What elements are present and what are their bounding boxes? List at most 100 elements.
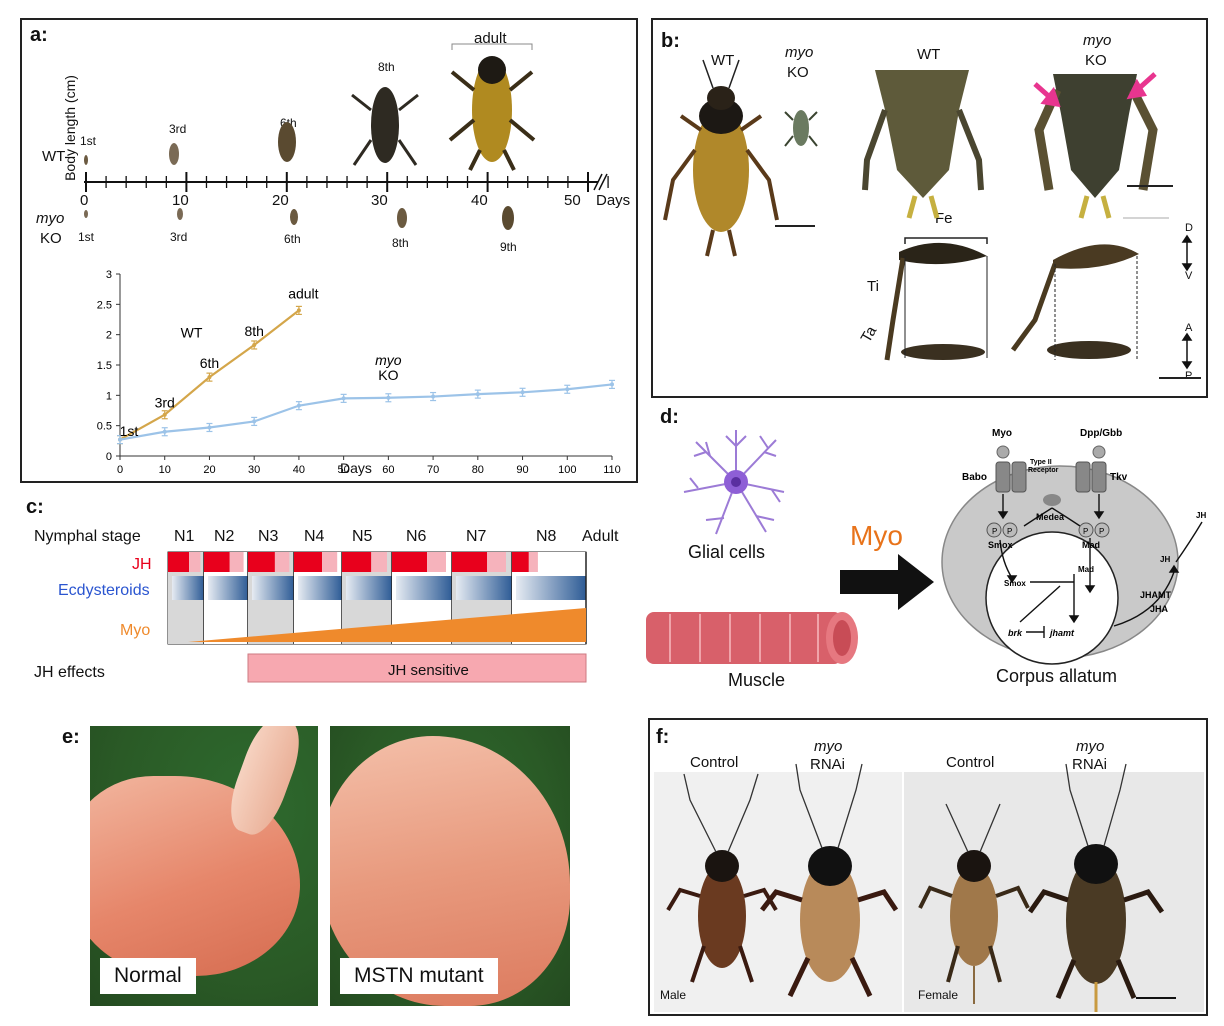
chart-xlabel: Days	[340, 460, 372, 476]
male-control-label: Control	[690, 754, 739, 771]
stage-n7: N7	[466, 528, 487, 545]
ko-stage-9th: 9th	[500, 240, 517, 254]
chart-xtick-label: 50	[338, 464, 350, 476]
chart-annotation: 6th	[200, 355, 219, 371]
timeline-tick-40: 40	[471, 192, 488, 209]
axis-a-label: A	[1185, 322, 1193, 334]
ecdysteroid-bar	[396, 576, 452, 600]
data-point	[475, 392, 480, 397]
path-smox: Smox	[988, 540, 1013, 550]
timeline-tick-20: 20	[272, 192, 289, 209]
cricket-wt-adult	[448, 56, 536, 171]
path-type2: Type II	[1030, 459, 1052, 466]
jh-bar-fade	[274, 552, 290, 572]
panel-e: e: Normal MSTN mutant	[50, 722, 580, 1012]
stage-adult: Adult	[582, 528, 619, 545]
muscle-label: Muscle	[728, 670, 786, 690]
jh-bar-fade	[189, 552, 201, 572]
glial-cells-label: Glial cells	[688, 542, 766, 562]
series-line-1	[119, 383, 613, 441]
ecdysteroid-bar	[298, 576, 342, 600]
chart-annotation: 8th	[244, 323, 263, 339]
row-label-nymphal-stage: Nymphal stage	[34, 528, 141, 545]
ecdysteroid-bar	[516, 576, 586, 600]
panel-b-label: b:	[661, 30, 680, 52]
male-label: Male	[660, 988, 687, 1002]
jh-bar-fade	[487, 552, 506, 572]
corpus-allatum-diagram: P P P P Myo Dpp/Gbb Babo Tkv Type II Rec…	[941, 428, 1206, 665]
data-point	[162, 412, 167, 417]
female-control-cricket	[918, 803, 1030, 1004]
jh-sensitive-bar	[247, 653, 587, 683]
male-control-cricket	[666, 773, 778, 983]
chart-annotation: myo	[375, 352, 402, 368]
b-wt-cricket-image	[663, 59, 779, 257]
jh-bar	[452, 552, 488, 572]
b-ko2-label-myo: myo	[1083, 32, 1112, 49]
myo-signal-label: Myo	[850, 520, 903, 551]
data-point	[162, 429, 167, 434]
panel-b-illustration	[663, 59, 1201, 379]
b-pink-arrow-right	[1126, 72, 1157, 100]
ecdysteroid-bar	[456, 576, 512, 600]
chart-annotation: KO	[378, 367, 398, 383]
chart-xtick-label: 110	[603, 464, 621, 476]
stage-n5: N5	[352, 528, 373, 545]
path-smox-nuc: Smox	[1004, 579, 1026, 588]
leg-femur-label: Fe	[935, 210, 953, 227]
panel-e-label: e:	[62, 726, 80, 748]
b-ko-label-ko: KO	[787, 64, 809, 81]
panel-c-label: c:	[26, 496, 44, 518]
b-ko-cricket-image	[784, 110, 818, 147]
chart-xtick-label: 20	[203, 464, 215, 476]
b-wt-label: WT	[711, 52, 735, 69]
hormone-timeline-grid	[167, 551, 587, 683]
male-rnai-cricket	[760, 763, 899, 998]
female-control-label: Control	[946, 754, 995, 771]
cricket-wt-8th	[351, 87, 419, 166]
ko-stage-3rd: 3rd	[170, 230, 188, 244]
chart-ylabel: Body length (cm)	[62, 75, 78, 181]
path-babo: Babo	[962, 472, 987, 483]
mad-p-right: P	[1099, 527, 1104, 536]
data-point	[386, 395, 391, 400]
jh-bar-fade	[322, 552, 338, 572]
wt-stage-3rd: 3rd	[169, 122, 187, 136]
female-rnai-label: RNAi	[1072, 756, 1108, 773]
smox-p-left: P	[992, 527, 997, 536]
data-point	[565, 387, 570, 392]
female-rnai-label-myo: myo	[1076, 738, 1105, 755]
b-wt-leg-image	[884, 237, 988, 361]
stage-n1: N1	[174, 528, 195, 545]
jh-bar	[168, 552, 190, 572]
muscle-fiber-icon	[646, 612, 858, 664]
chart-ytick-label: 2	[106, 330, 112, 342]
data-point	[296, 403, 301, 408]
data-point	[252, 419, 257, 424]
cricket-wt-6th	[278, 122, 296, 162]
b-ko2-label-ko: KO	[1085, 52, 1107, 69]
panel-d-label: d:	[660, 406, 679, 428]
jh-bar-fade	[427, 552, 446, 572]
jh-bar-fade	[229, 552, 244, 572]
panel-c: c: Nymphal stage JH Ecdysteroids Myo JH …	[20, 492, 640, 692]
axis-p-label: P	[1185, 370, 1193, 382]
b-pink-arrow-left	[1033, 82, 1061, 108]
stage-n8: N8	[536, 528, 557, 545]
jh-bar	[512, 552, 529, 572]
data-point	[118, 437, 122, 442]
glial-cell-icon	[683, 430, 785, 535]
wt-stage-8th: 8th	[378, 60, 395, 74]
myo-wedge	[188, 608, 586, 642]
path-myo: Myo	[992, 428, 1012, 439]
normal-muscle-photo	[90, 726, 318, 1006]
chart-xtick-label: 60	[382, 464, 394, 476]
wt-crickets-illustration	[84, 43, 536, 171]
data-point	[341, 396, 346, 401]
path-receptor: Receptor	[1028, 467, 1059, 474]
chart-ytick-label: 1	[106, 390, 112, 402]
row-label-jh: JH	[132, 556, 152, 573]
leg-tibia-label: Ti	[867, 278, 879, 295]
path-dpp: Dpp/Gbb	[1080, 428, 1122, 439]
